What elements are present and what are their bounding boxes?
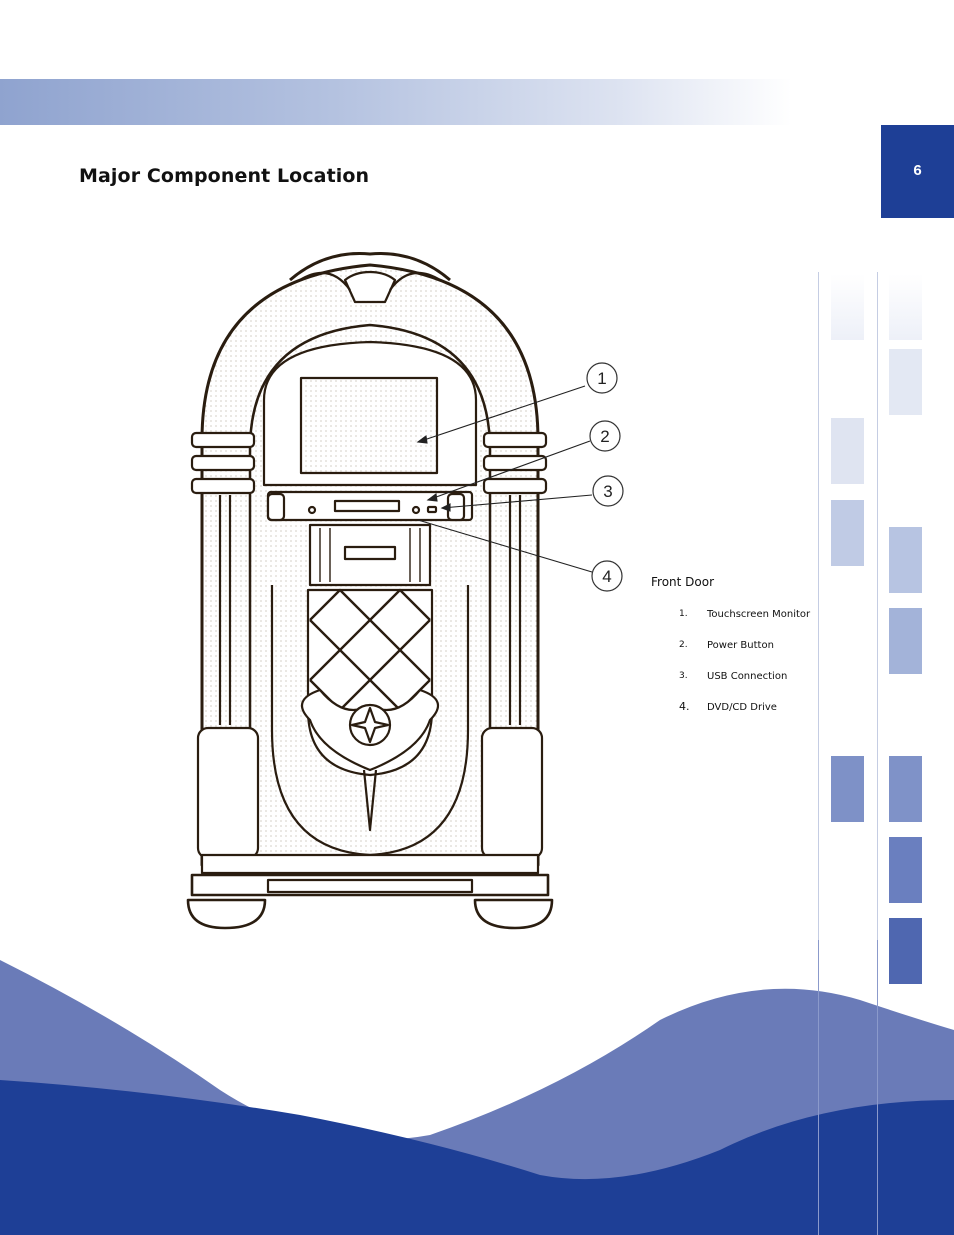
legend-item-number: 3. — [679, 671, 688, 681]
sidebar-tile — [889, 349, 922, 415]
callout-4: 4 — [602, 567, 611, 586]
header-gradient-band — [0, 79, 954, 125]
legend-list: 1. Touchscreen Monitor 2. Power Button 3… — [651, 609, 810, 733]
footer-wave — [0, 940, 954, 1235]
sidebar-tile — [889, 837, 922, 903]
sidebar-tile — [831, 500, 864, 566]
legend-item: 2. Power Button — [651, 640, 774, 671]
callout-2: 2 — [600, 427, 609, 446]
legend-item-label: DVD/CD Drive — [707, 702, 777, 713]
sidebar-tile — [889, 274, 922, 340]
legend-item-label: Power Button — [707, 640, 774, 651]
page-number: 6 — [913, 161, 922, 179]
sidebar-tile — [831, 756, 864, 822]
legend-item-label: USB Connection — [707, 671, 788, 682]
page-title: Major Component Location — [79, 165, 370, 187]
legend-item-number: 2. — [679, 640, 688, 650]
sidebar-divider-right — [877, 272, 878, 1235]
page-number-tab: 6 — [881, 125, 954, 218]
legend-item: 1. Touchscreen Monitor — [651, 609, 810, 640]
jukebox-diagram: 1 2 3 4 — [186, 252, 624, 930]
sidebar-tile — [889, 527, 922, 593]
legend-item-label: Touchscreen Monitor — [707, 609, 811, 620]
sidebar-tile — [889, 608, 922, 674]
component-legend: Front Door 1. Touchscreen Monitor 2. Pow… — [651, 575, 810, 733]
legend-item-number: 4. — [679, 700, 690, 713]
sidebar-tile — [831, 274, 864, 340]
sidebar-tile — [831, 418, 864, 484]
sidebar-tile — [889, 756, 922, 822]
sidebar-tile — [889, 918, 922, 984]
sidebar-divider-left — [818, 272, 819, 1235]
callout-1: 1 — [597, 369, 606, 388]
legend-item: 4. DVD/CD Drive — [651, 700, 777, 733]
callout-3: 3 — [603, 482, 612, 501]
legend-heading: Front Door — [651, 575, 715, 589]
legend-item-number: 1. — [679, 609, 688, 619]
legend-item: 3. USB Connection — [651, 671, 787, 702]
